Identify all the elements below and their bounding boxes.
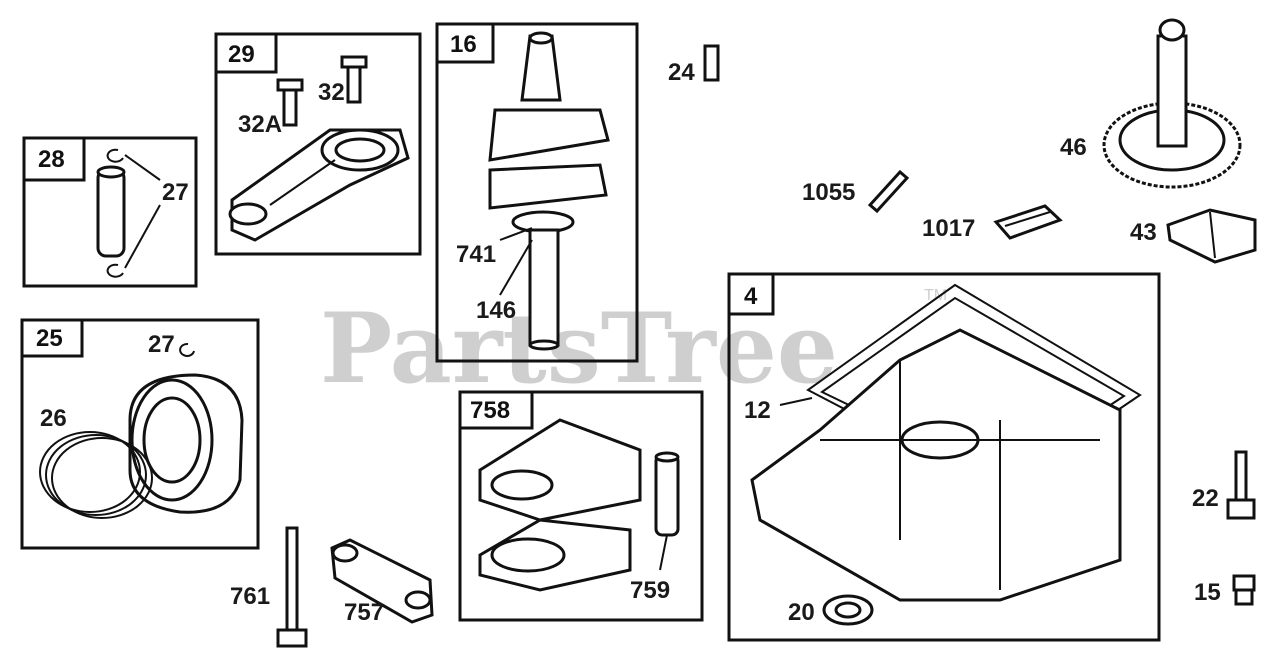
- link-pin-icon: [654, 451, 680, 537]
- label-759: 759: [630, 577, 670, 604]
- group-758-number: 758: [470, 397, 510, 424]
- piston-pin-icon: [96, 165, 126, 258]
- group-25-number: 25: [36, 325, 63, 352]
- part-15[interactable]: 15: [1194, 574, 1256, 606]
- label-757: 757: [344, 599, 384, 626]
- rod-bolt-icon: [276, 55, 368, 127]
- group-16-number: 16: [450, 31, 477, 58]
- watermark-trademark: TM: [924, 287, 947, 304]
- group-758[interactable]: 758 759: [458, 390, 704, 622]
- connecting-rod-icon: [228, 128, 410, 242]
- label-12: 12: [744, 397, 771, 424]
- group-28-number: 28: [38, 146, 65, 173]
- label-46: 46: [1060, 134, 1087, 161]
- group-29-number: 29: [228, 41, 255, 68]
- label-761: 761: [230, 583, 270, 610]
- part-22[interactable]: 22: [1192, 450, 1256, 520]
- part-1017[interactable]: 1017: [922, 204, 1063, 242]
- part-24[interactable]: 24: [668, 44, 720, 86]
- label-26: 26: [40, 405, 67, 432]
- label-22: 22: [1192, 485, 1219, 512]
- group-4-number: 4: [744, 283, 758, 310]
- long-bolt-icon: [276, 526, 308, 648]
- label-146: 146: [476, 297, 516, 324]
- group-29[interactable]: 29 32A 32: [214, 32, 422, 256]
- group-16[interactable]: 16 741 146: [435, 22, 639, 363]
- part-43[interactable]: 43: [1130, 208, 1257, 264]
- part-1055[interactable]: 1055: [802, 169, 910, 214]
- label-741: 741: [456, 241, 496, 268]
- group-28[interactable]: 28 27: [22, 136, 198, 288]
- label-20: 20: [788, 599, 815, 626]
- label-15: 15: [1194, 579, 1221, 606]
- group-4[interactable]: 4 12 20: [727, 272, 1161, 642]
- crankcase-sump-icon: [750, 328, 1122, 602]
- part-757[interactable]: 757: [330, 538, 434, 626]
- label-1055: 1055: [802, 179, 855, 206]
- label-32: 32: [318, 79, 345, 106]
- part-46[interactable]: 46: [1060, 18, 1242, 189]
- label-1017: 1017: [922, 215, 975, 242]
- link-arm-icon: [330, 538, 434, 624]
- oil-seal-icon: [822, 594, 874, 626]
- camshaft-gear-icon: [1102, 18, 1242, 189]
- group-25[interactable]: 25 27 26: [20, 318, 260, 550]
- label-32a: 32A: [238, 111, 282, 138]
- label-27-b: 27: [148, 331, 175, 358]
- counterweight-icon: [478, 418, 642, 592]
- label-43: 43: [1130, 219, 1157, 246]
- part-761[interactable]: 761: [230, 526, 308, 648]
- crankshaft-icon: [488, 31, 610, 351]
- drain-plug-icon: [1232, 574, 1256, 606]
- piston-rings-icon: [39, 431, 153, 519]
- piston-icon: [128, 373, 244, 514]
- bolt-icon: [1226, 450, 1256, 520]
- label-24: 24: [668, 59, 695, 86]
- retaining-clip-icon: [106, 148, 124, 278]
- label-27: 27: [162, 179, 189, 206]
